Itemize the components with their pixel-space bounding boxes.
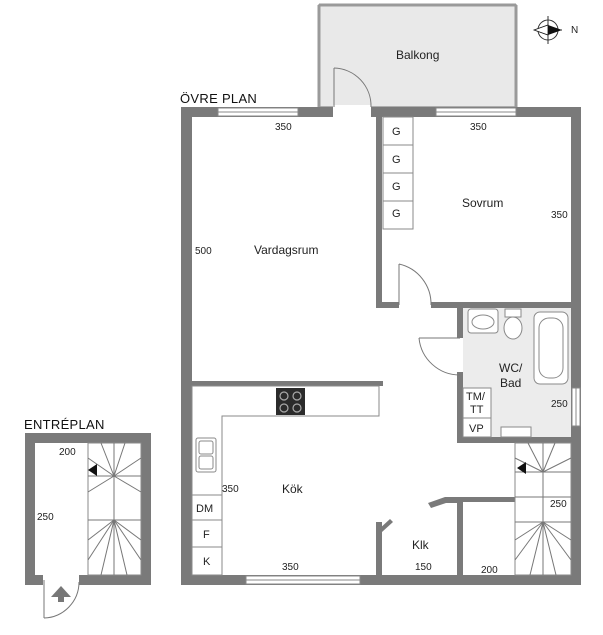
dim-kok-bottom: 350: [282, 562, 299, 573]
wardrobe-label-4: G: [392, 208, 401, 220]
bathroom-fixtures: [462, 308, 569, 438]
dim-kok-width: 350: [222, 484, 239, 495]
wardrobe-label-3: G: [392, 181, 401, 193]
fridge-label: F: [203, 529, 210, 541]
kitchen-counter: [191, 385, 380, 576]
dim-stair-bottom: 200: [481, 565, 498, 576]
room-label-wc: WC/: [499, 361, 523, 375]
windows: [217, 107, 581, 585]
room-label-bad: Bad: [500, 376, 521, 390]
room-label-klk: Klk: [412, 538, 430, 552]
dishwasher-label: DM: [196, 503, 213, 515]
dim-stair-right: 250: [550, 499, 567, 510]
room-label-sovrum: Sovrum: [462, 196, 503, 210]
room-label-balkong: Balkong: [396, 48, 439, 62]
dim-klk-bottom: 150: [415, 562, 432, 573]
room-label-kok: Kök: [282, 482, 304, 496]
staircase-upper: [514, 442, 572, 576]
dim-sovrum-right: 350: [551, 210, 568, 221]
wardrobe-label-1: G: [392, 126, 401, 138]
compass-north-label: N: [571, 25, 578, 36]
dim-entry-left: 250: [37, 512, 54, 523]
wardrobes: [382, 116, 414, 230]
staircase-entry: [87, 442, 142, 576]
dim-entry-top: 200: [59, 447, 76, 458]
entry-plan-walls: [25, 433, 151, 585]
wardrobe-label-2: G: [392, 154, 401, 166]
door-swings: [398, 263, 461, 376]
upper-plan-heading: ÖVRE PLAN: [180, 91, 257, 106]
room-label-vardagsrum: Vardagsrum: [254, 243, 318, 257]
freezer-label: K: [203, 556, 211, 568]
dim-sovrum-top: 350: [470, 122, 487, 133]
compass-icon: [532, 16, 562, 44]
tm-tt-label-2: TT: [470, 404, 484, 416]
vp-label: VP: [469, 423, 484, 435]
dim-vardag-left: 500: [195, 246, 212, 257]
entry-door: [43, 580, 80, 619]
balcony: [317, 3, 518, 108]
balcony-door: [333, 67, 372, 113]
tm-tt-label-1: TM/: [466, 391, 486, 403]
dim-bad-right: 250: [551, 399, 568, 410]
entry-plan-heading: ENTRÉPLAN: [24, 417, 105, 432]
dim-vardag-top: 350: [275, 122, 292, 133]
